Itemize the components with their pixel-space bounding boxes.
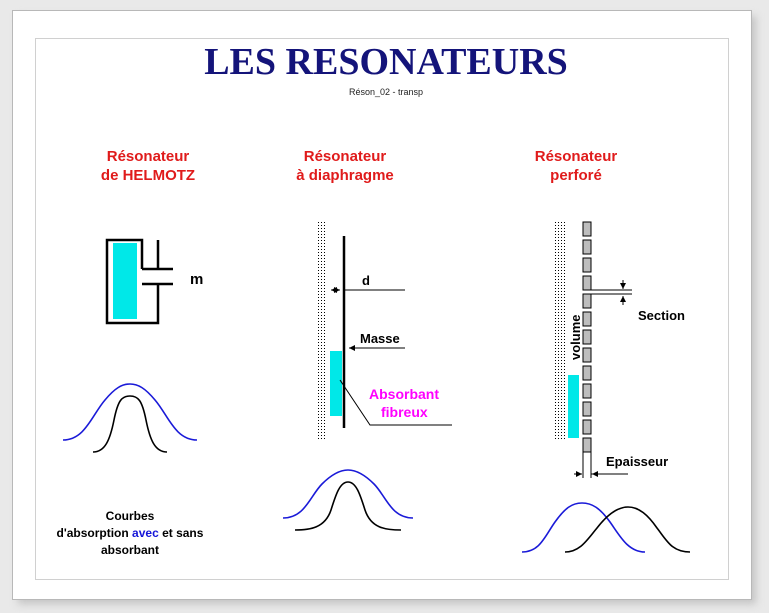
perfore-absorbant — [568, 375, 579, 438]
section-label: Section — [638, 308, 685, 323]
curve-without-absorbant — [294, 481, 402, 531]
absorbant-leader — [339, 379, 452, 426]
curve-without-absorbant — [92, 395, 168, 453]
helmotz-heading-line2: de HELMOTZ — [101, 167, 195, 184]
helmotz-heading-line1: Résonateur — [107, 148, 190, 165]
thickness-label: Epaisseur — [606, 454, 668, 469]
diaphragme-absorbant — [330, 351, 342, 416]
caption-line2: d'absorption avec et sans — [57, 526, 204, 540]
perfore-curves — [521, 502, 691, 553]
helmotz-cavity — [105, 238, 160, 325]
diaphragme-wall — [317, 220, 327, 440]
absorbant-label-line2: fibreux — [381, 404, 428, 420]
curve-with-absorbant — [62, 383, 198, 441]
caption-highlight: avec — [132, 526, 159, 540]
perfore-heading-line2: perforé — [550, 167, 602, 184]
diaphragme-curves — [282, 469, 414, 531]
mass-label: Masse — [360, 331, 400, 346]
helmotz-neck — [142, 240, 173, 286]
curve-with-absorbant — [282, 469, 414, 519]
diaphragme-resonator: d Masse Absorbant fibreux — [317, 220, 452, 440]
caption-line2-start: d'absorption — [57, 526, 133, 540]
helmotz-absorbant — [113, 243, 137, 319]
perfore-wall — [555, 222, 565, 440]
page-title: LES RESONATEURS — [204, 41, 568, 83]
volume-label: volume — [568, 314, 583, 360]
distance-label: d — [362, 273, 370, 288]
page-subtitle: Réson_02 - transp — [349, 87, 423, 97]
helmotz-curves — [62, 383, 198, 453]
helmotz-resonator: m — [105, 238, 203, 325]
absorbant-label-line1: Absorbant — [369, 386, 439, 402]
perfore-resonator: volume Section Epaisseur — [555, 221, 685, 478]
diaphragme-heading-line1: Résonateur — [304, 148, 387, 165]
caption-line1: Courbes — [106, 509, 155, 523]
caption-line3: absorbant — [101, 543, 159, 557]
diaphragme-heading-line2: à diaphragme — [296, 167, 394, 184]
perfore-heading-line1: Résonateur — [535, 148, 618, 165]
curve-without-absorbant — [564, 506, 691, 553]
helmotz-mass-label: m — [190, 271, 203, 288]
curve-with-absorbant — [521, 502, 646, 553]
perforated-plate — [582, 221, 592, 453]
caption-line2-end: et sans — [159, 526, 204, 540]
slide-frame — [35, 38, 729, 580]
